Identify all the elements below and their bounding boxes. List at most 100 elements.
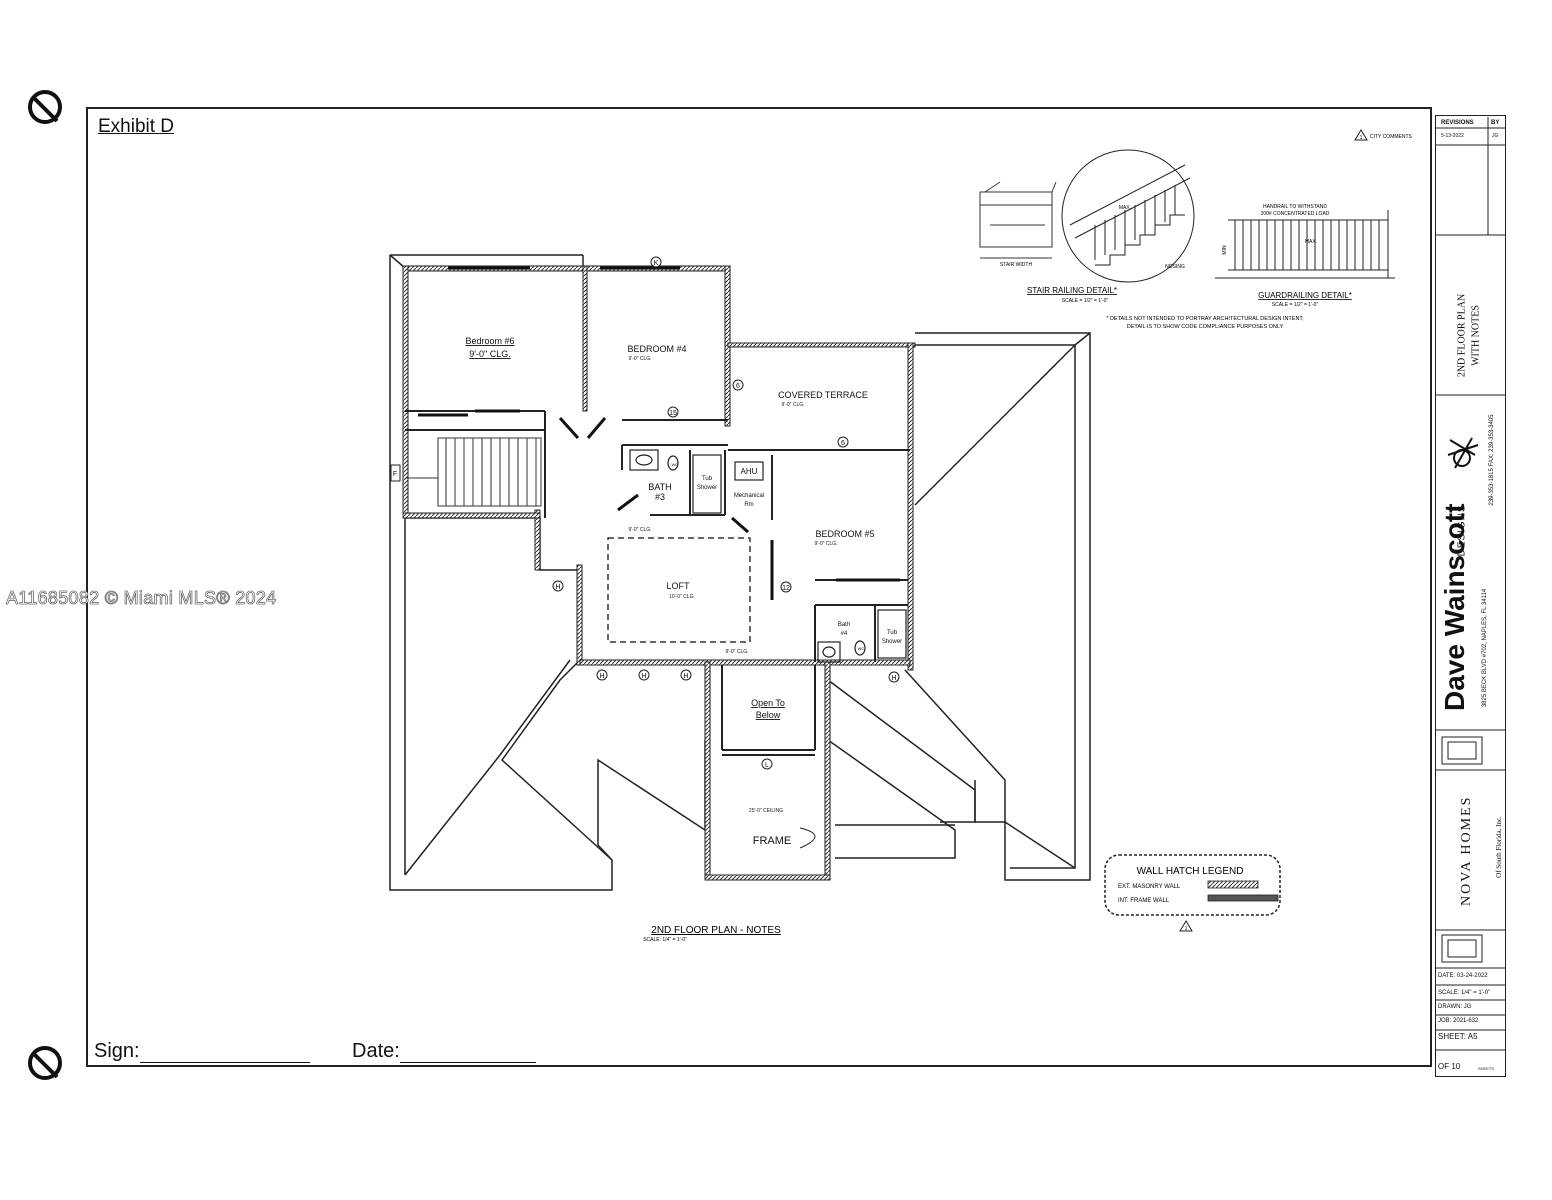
- tag-h: H: [641, 673, 646, 680]
- stair-railing-scale: SCALE = 1/2" = 1'-0": [1062, 298, 1109, 304]
- title-block: [1435, 115, 1506, 1077]
- city-comments-label: CITY COMMENTS: [1370, 134, 1413, 140]
- tag-h: H: [599, 673, 604, 680]
- guard-max-label: MAX.: [1305, 239, 1317, 245]
- ceiling-25-label: 25'-0" CEILING: [749, 808, 783, 814]
- details-note-2: DETAIL IS TO SHOW CODE COMPLIANCE PURPOS…: [1127, 324, 1284, 330]
- tag-l: L: [765, 762, 769, 769]
- handrail-note-1: HANDRAIL TO WITHSTAND: [1263, 204, 1327, 210]
- wc-label: WC: [858, 646, 865, 651]
- ahu-label: AHU: [741, 467, 758, 476]
- exhibit-label: Exhibit D: [98, 116, 175, 137]
- terrace-label: COVERED TERRACE: [778, 390, 868, 400]
- svg-text:1: 1: [1360, 135, 1363, 141]
- plumbing-fixtures: [629, 449, 907, 663]
- legend-ext-label: EXT. MASONRY WALL: [1118, 884, 1181, 890]
- sheet-title-2: WITH NOTES: [1470, 305, 1482, 366]
- guard-min-label: MIN: [1222, 245, 1228, 255]
- revision-by: JG: [1492, 133, 1499, 139]
- client-sub: Of South Florida, Inc.: [1495, 816, 1503, 878]
- bath3-label: BATH: [648, 482, 671, 492]
- tag-6: 6: [736, 383, 740, 390]
- tag-f: F: [393, 471, 397, 478]
- guardrailing-title: GUARDRAILING DETAIL*: [1258, 291, 1352, 300]
- stair-nosing-label: NOSING: [1165, 264, 1185, 270]
- title-block-lines: [1436, 117, 1505, 1051]
- sheet-title-1: 2ND FLOOR PLAN: [1456, 293, 1468, 378]
- firm-phone: 239-353-1815 FAX: 239-353-3405: [1489, 414, 1495, 506]
- stair-width-label: STAIR WIDTH: [1000, 262, 1033, 268]
- loft-ceiling: 10'-0" CLG.: [669, 594, 695, 600]
- tb-sheets: SHEETS: [1478, 1066, 1495, 1071]
- sign-field[interactable]: Sign:: [94, 1040, 310, 1063]
- legend-title: WALL HATCH LEGEND: [1137, 866, 1244, 877]
- details-note-1: * DETAILS NOT INTENDED TO PORTRAY ARCHIT…: [1106, 316, 1304, 322]
- stair-railing-title: STAIR RAILING DETAIL*: [1027, 286, 1117, 295]
- legend-int-label: INT. FRAME WALL: [1118, 898, 1170, 904]
- revision-triangle-icon: 1: [1179, 920, 1193, 932]
- handrail-note-2: 200# CONCENTRATED LOAD: [1261, 211, 1330, 217]
- frame-label: FRAME: [753, 835, 792, 847]
- guardrailing-scale: SCALE = 1/2" = 1'-0": [1272, 302, 1319, 308]
- tb-job: JOB: 2021-632: [1438, 1018, 1479, 1024]
- tag-6: 6: [841, 440, 845, 447]
- bedroom6-ceiling: 9'-0" CLG.: [469, 349, 510, 359]
- bath4-label: Bath: [838, 622, 850, 628]
- bedroom4-ceiling: 9'-0" CLG.: [628, 356, 651, 362]
- tub-label: Tub: [887, 630, 898, 636]
- tb-drawn: DRAWN: JG: [1438, 1004, 1472, 1010]
- tag-h: H: [555, 584, 560, 591]
- date-field[interactable]: Date:: [352, 1040, 536, 1063]
- bedroom5-ceiling: 9'-0" CLG.: [814, 541, 837, 547]
- revision-date: 5-13-2022: [1441, 133, 1464, 139]
- stair-max-label: MAX.: [1119, 205, 1131, 211]
- plan-scale: SCALE: 1/4" = 1'-0": [643, 937, 687, 943]
- firm-address: 3825 BECK BLVD #702, NAPLES, FL 34114: [1482, 588, 1488, 708]
- revision-triangle-icon: 1: [1354, 129, 1368, 141]
- wall-hatch-legend: [1104, 854, 1281, 916]
- tag-h: H: [891, 675, 896, 682]
- loft-label: LOFT: [666, 581, 690, 591]
- loft-outline: [607, 537, 751, 643]
- wc-label: WC: [672, 462, 679, 467]
- date-label: Date:: [352, 1040, 400, 1062]
- shower-label: Shower: [697, 485, 717, 491]
- no-entry-icon: [28, 1046, 62, 1080]
- guardrailing-detail: [1215, 210, 1395, 279]
- mechanical-label: Mechanical: [734, 493, 764, 499]
- bedroom5-label: BEDROOM #5: [815, 529, 874, 539]
- bedroom6-label: Bedroom #6: [465, 336, 514, 346]
- tb-date: DATE: 03-24-2022: [1438, 973, 1488, 979]
- tag-k: K: [654, 260, 659, 267]
- sheet-border: [86, 107, 1432, 1067]
- mls-watermark: A11685082 © Miami MLS® 2024: [6, 588, 277, 609]
- loft-hall-ceiling: 9'-0" CLG.: [725, 649, 748, 655]
- sign-label: Sign:: [94, 1040, 140, 1062]
- tag-circles: [390, 256, 900, 770]
- mechanical-rm-label: Rm: [744, 502, 753, 508]
- stair-elevation-sketch: [979, 181, 1057, 259]
- revisions-label: REVISIONS: [1441, 120, 1474, 126]
- no-entry-icon: [28, 90, 62, 124]
- hall-ceiling: 9'-0" CLG.: [628, 527, 651, 533]
- door-swings: [418, 266, 900, 600]
- shower-label: Shower: [882, 639, 902, 645]
- stairs: [405, 437, 542, 507]
- bath4-number: #4: [841, 631, 848, 637]
- palm-logo-icon: [1447, 437, 1479, 469]
- tb-scale: SCALE: 1/4" = 1'-0": [1438, 990, 1491, 996]
- bath3-number: #3: [655, 492, 665, 502]
- plan-title: 2ND FLOOR PLAN - NOTES: [651, 925, 781, 936]
- tb-sheet: SHEET: A5: [1438, 1032, 1478, 1041]
- terrace-ceiling: 9'-0" CLG.: [781, 402, 804, 408]
- tag-h: H: [683, 673, 688, 680]
- tag-12: 12: [782, 585, 790, 592]
- tb-of: OF 10: [1438, 1062, 1461, 1071]
- tag-15: 15: [669, 410, 677, 417]
- bedroom4-label: BEDROOM #4: [627, 344, 686, 354]
- roof-outline-right: [827, 332, 1091, 881]
- interior-walls: [405, 410, 910, 756]
- tub-label: Tub: [702, 476, 713, 482]
- svg-text:1: 1: [1185, 926, 1188, 932]
